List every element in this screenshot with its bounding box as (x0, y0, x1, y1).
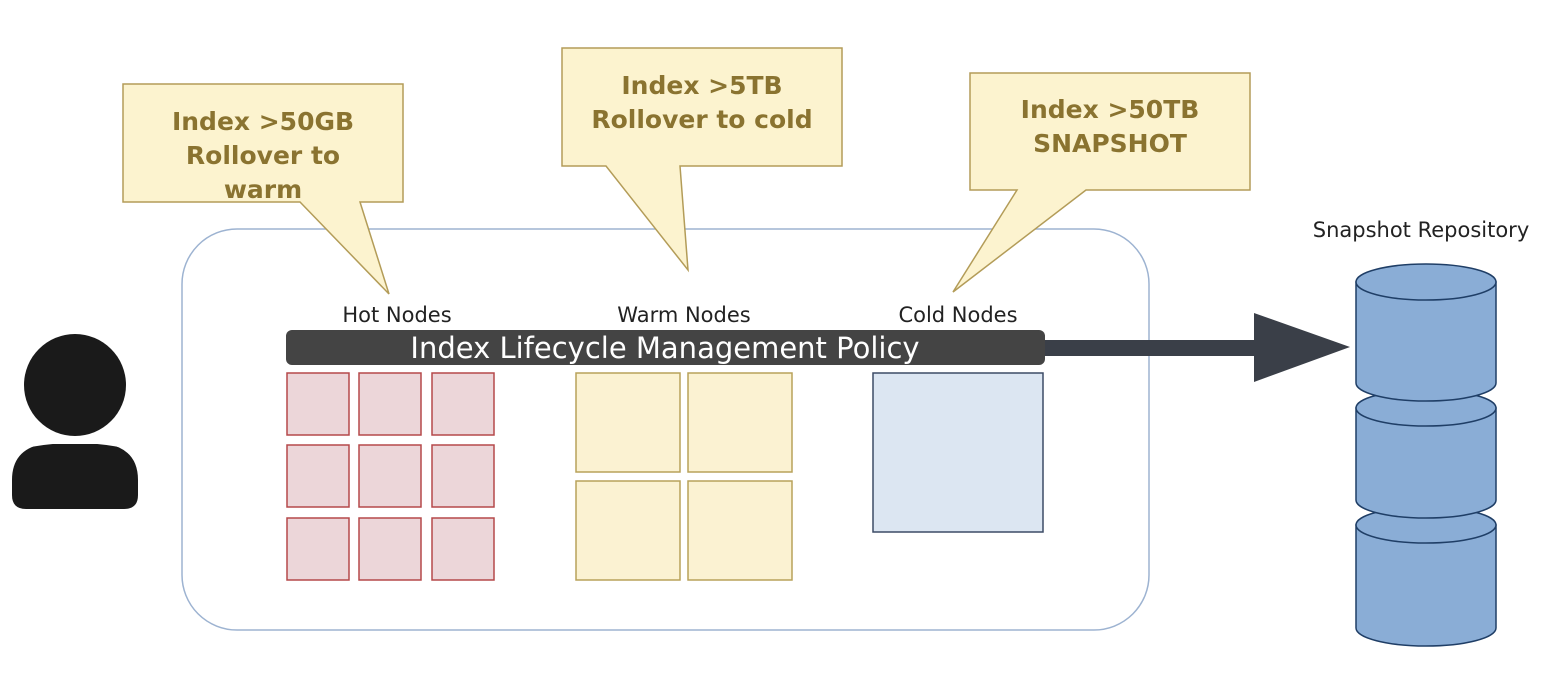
hot-node (431, 372, 495, 436)
callout-warm-line1: Index >5TB (621, 71, 782, 100)
hot-node (358, 372, 422, 436)
hot-node (431, 444, 495, 508)
policy-bar: Index Lifecycle Management Policy (286, 330, 1045, 365)
hot-node (286, 444, 350, 508)
cold-nodes-label: Cold Nodes (898, 303, 1017, 327)
warm-node (575, 372, 681, 473)
warm-node (687, 372, 793, 473)
warm-nodes-grid (575, 372, 793, 581)
cold-node (872, 372, 1044, 533)
callout-cold-line2: SNAPSHOT (1033, 129, 1187, 158)
user-icon (12, 334, 138, 509)
callout-hot: Index >50GB Rollover to warm (122, 83, 404, 295)
hot-node (431, 517, 495, 581)
warm-nodes-label: Warm Nodes (617, 303, 750, 327)
callout-hot-line2: Rollover to (186, 141, 340, 170)
warm-node (687, 480, 793, 581)
callout-warm-line2: Rollover to cold (591, 105, 812, 134)
warm-node (575, 480, 681, 581)
hot-node (358, 517, 422, 581)
callout-hot-line3: warm (224, 175, 302, 204)
callout-cold-line1: Index >50TB (1021, 95, 1200, 124)
callout-warm: Index >5TB Rollover to cold (561, 47, 843, 273)
snapshot-repository-label: Snapshot Repository (1313, 218, 1530, 242)
snapshot-arrow (1030, 313, 1350, 382)
callout-hot-line1: Index >50GB (172, 107, 354, 136)
callout-cold: Index >50TB SNAPSHOT (952, 72, 1251, 293)
database-icon (1355, 263, 1497, 647)
hot-nodes-label: Hot Nodes (342, 303, 451, 327)
hot-nodes-grid (286, 372, 495, 581)
policy-bar-label: Index Lifecycle Management Policy (410, 331, 919, 365)
hot-node (286, 372, 350, 436)
hot-node (286, 517, 350, 581)
hot-node (358, 444, 422, 508)
